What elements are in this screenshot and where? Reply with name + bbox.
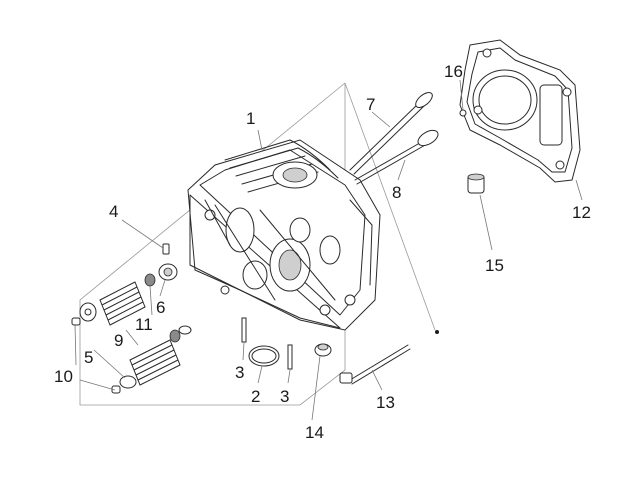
stud-right [287, 344, 293, 370]
callout-13: 13 [376, 393, 395, 412]
spring-seat-lower [119, 375, 137, 389]
plug-fitting [314, 343, 332, 357]
spring-retainer [158, 263, 178, 281]
leader-lines [74, 79, 583, 421]
valve-guide [162, 243, 170, 255]
callout-16: 16 [444, 62, 463, 81]
valve-spring-lower [129, 339, 181, 386]
callout-2: 2 [251, 387, 260, 406]
callout-1: 1 [246, 109, 255, 128]
cylinder-head [187, 139, 381, 331]
valve-stem-seal-lower [169, 329, 181, 343]
callout-6: 6 [156, 298, 165, 317]
callout-11: 11 [135, 315, 153, 334]
head-gasket [459, 39, 581, 183]
valve-collet-upper [71, 317, 81, 326]
callout-10: 10 [54, 367, 73, 386]
valve-stem-seal-upper [144, 273, 156, 287]
stud-left [241, 317, 247, 343]
callout-9: 9 [114, 331, 123, 350]
callout-3-left: 3 [235, 363, 244, 382]
callout-12: 12 [572, 203, 591, 222]
callout-14: 14 [305, 423, 324, 442]
valve-intake [349, 92, 433, 175]
callout-15: 15 [485, 256, 504, 275]
callout-4: 4 [109, 202, 118, 221]
dowel-bush [467, 173, 485, 194]
callout-7: 7 [366, 95, 375, 114]
callout-5: 5 [84, 348, 93, 367]
callout-3-right: 3 [280, 387, 289, 406]
shim-ring [178, 325, 192, 335]
valve-exhaust [354, 129, 439, 185]
callout-8: 8 [392, 183, 401, 202]
valve-spring-upper [99, 281, 146, 326]
reference-dot [435, 330, 439, 334]
stud-bolt [339, 344, 411, 385]
dowel-pin-small [459, 109, 467, 117]
o-ring [248, 345, 280, 367]
spring-seat-upper [79, 302, 97, 322]
